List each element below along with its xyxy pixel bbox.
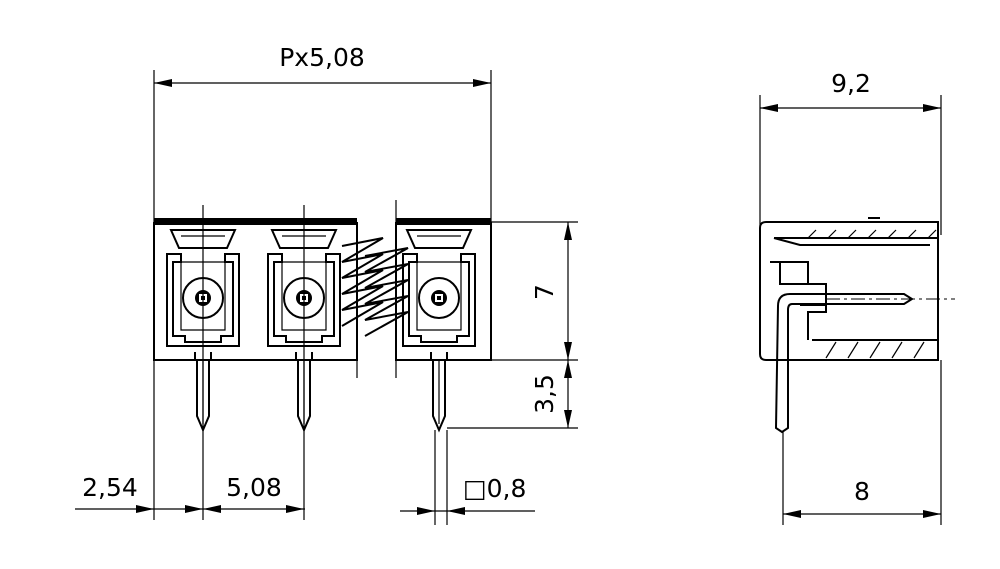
hatch-bottom [825,341,925,359]
dim-bottom: 2,54 5,08 □0,8 [75,473,535,515]
front-view: Px5,08 [75,43,578,525]
dim-height-label: 7 [530,284,559,300]
hatch-top [807,229,937,239]
break-lines [341,200,409,378]
dim-pin-length-label: 3,5 [530,374,559,414]
dim-side-depth: 8 [782,360,942,525]
dim-pitch-label: 5,08 [226,473,282,502]
dim-side-depth-label: 8 [854,477,870,506]
dim-pin-size-label: □0,8 [463,474,526,503]
terminal-3 [402,229,476,433]
dim-overall-width-label: Px5,08 [279,43,365,72]
dim-edge-offset-label: 2,54 [82,473,138,502]
dim-overall-width: Px5,08 [153,43,492,222]
dim-side-width: 9,2 [759,69,942,235]
side-view: 9,2 [759,69,955,525]
dim-side-width-label: 9,2 [831,69,871,98]
dim-height: 7 3,5 [447,221,578,429]
terminals [166,229,476,433]
